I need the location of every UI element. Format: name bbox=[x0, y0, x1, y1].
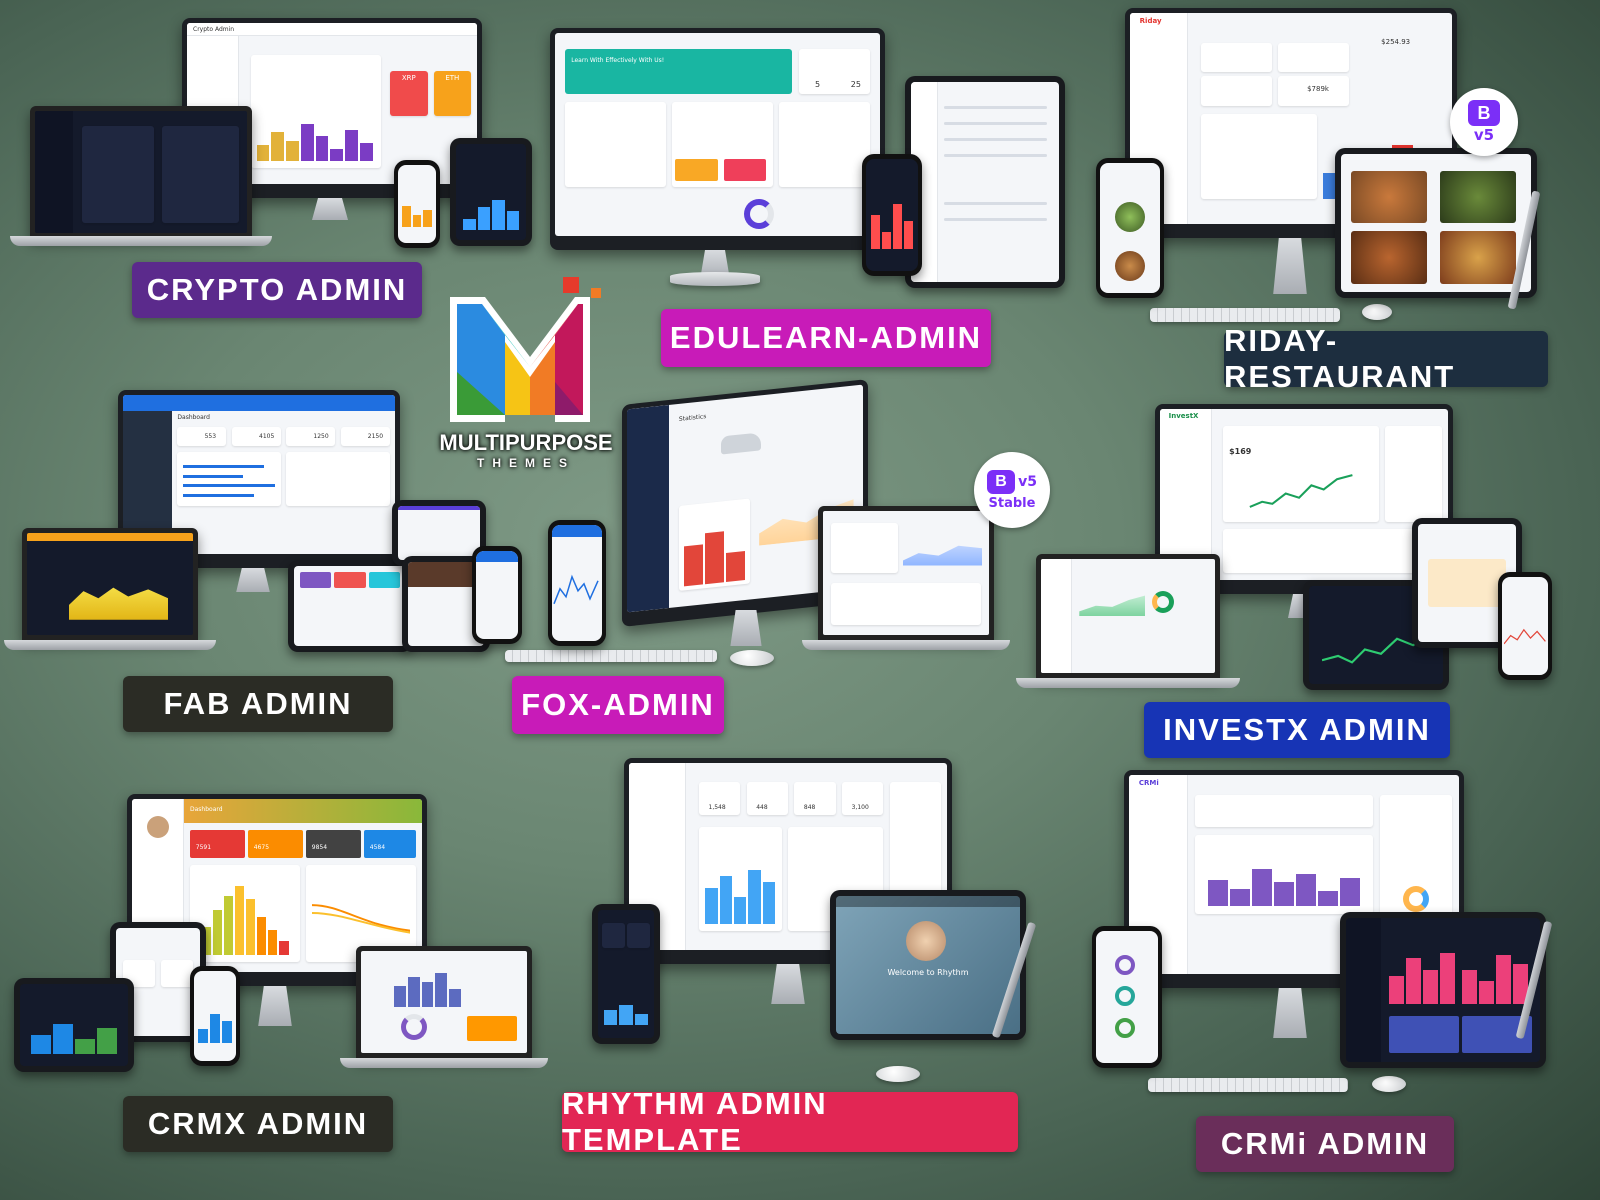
fox-phone bbox=[548, 520, 606, 646]
crmi-phone bbox=[1092, 926, 1162, 1068]
fab-screen-title: Dashboard bbox=[177, 414, 210, 422]
rhythm-hero-title: Welcome to Rhythm bbox=[887, 967, 969, 977]
riday-tablet bbox=[1335, 148, 1537, 298]
riday-phone bbox=[1096, 158, 1164, 298]
rhythm-tablet-dark bbox=[592, 904, 660, 1044]
investx-phone bbox=[1498, 572, 1552, 680]
investx-phone-chart-icon bbox=[1504, 628, 1546, 645]
crmx-count-1: 7591 bbox=[195, 843, 212, 851]
crypto-phone bbox=[394, 160, 440, 248]
edulearn-stat-2: 25 bbox=[850, 79, 861, 89]
edulearn-tablet bbox=[905, 76, 1065, 288]
investx-value: $169 bbox=[1229, 446, 1252, 456]
crypto-screen-title: Crypto Admin bbox=[193, 26, 235, 33]
investx-laptop bbox=[1036, 554, 1220, 678]
investx-admin-label[interactable]: INVESTX ADMIN bbox=[1144, 702, 1450, 758]
investx-monitor: InvestX $169 bbox=[1155, 404, 1453, 594]
fab-tablet-1 bbox=[288, 560, 412, 652]
fab-monitor: Dashboard 553 4105 1250 2150 bbox=[118, 390, 400, 568]
rhythm-count-1: 1,548 bbox=[708, 804, 726, 812]
edulearn-phone bbox=[862, 154, 922, 276]
riday-restaurant-label[interactable]: RIDAY-RESTAURANT bbox=[1224, 323, 1548, 394]
investx-growth-chart-icon bbox=[1249, 473, 1353, 508]
fab-count-2: 4105 bbox=[259, 433, 275, 441]
crmx-phone bbox=[190, 966, 240, 1066]
rhythm-count-3: 848 bbox=[803, 804, 816, 812]
fox-phone-chart-icon bbox=[553, 574, 599, 605]
brand-sub: THEMES bbox=[476, 456, 575, 470]
crmi-brand: CRMi bbox=[1138, 778, 1159, 787]
riday-total-1: $254.93 bbox=[1381, 38, 1411, 47]
edulearn-admin-label[interactable]: EDULEARN-ADMIN bbox=[661, 309, 991, 367]
bootstrap-version: v5 bbox=[1473, 126, 1495, 144]
crmi-tablet-dark bbox=[1340, 912, 1546, 1068]
fox-admin-label[interactable]: FOX-ADMIN bbox=[512, 676, 724, 734]
edulearn-hero-title: Learn With Effectively With Us! bbox=[571, 57, 665, 65]
bootstrap-icon: B bbox=[1468, 100, 1500, 126]
fab-laptop bbox=[22, 528, 198, 640]
crmx-line-chart-icon bbox=[311, 904, 411, 934]
crypto-admin-label[interactable]: CRYPTO ADMIN bbox=[132, 262, 422, 318]
bootstrap-v5-badge-riday: B v5 bbox=[1450, 88, 1518, 156]
fab-admin-label[interactable]: FAB ADMIN bbox=[123, 676, 393, 732]
riday-total-2: $789k bbox=[1307, 84, 1329, 93]
rhythm-tablet-hero: Welcome to Rhythm bbox=[830, 890, 1026, 1040]
crypto-laptop bbox=[30, 106, 252, 238]
investx-brand: InvestX bbox=[1168, 412, 1199, 421]
crmi-admin-label[interactable]: CRMi ADMIN bbox=[1196, 1116, 1454, 1172]
bootstrap-version: v5 bbox=[1018, 473, 1037, 490]
crypto-tablet bbox=[450, 138, 532, 246]
fox-laptop bbox=[818, 506, 994, 640]
rhythm-count-4: 3,100 bbox=[851, 804, 869, 812]
crypto-eth-card: ETH bbox=[433, 71, 472, 117]
crmx-screen-title: Dashboard bbox=[190, 805, 223, 813]
brand-name: MULTIPURPOSE bbox=[439, 430, 613, 455]
crmx-admin-label[interactable]: CRMX ADMIN bbox=[123, 1096, 393, 1152]
fab-phone bbox=[472, 546, 522, 644]
bootstrap-v5-stable-badge-fox: B v5 Stable bbox=[974, 452, 1050, 528]
crmx-count-2: 4675 bbox=[253, 843, 270, 851]
fab-tablet-2 bbox=[392, 500, 486, 566]
crmx-tablet-dark bbox=[14, 978, 134, 1072]
fab-count-1: 553 bbox=[204, 433, 217, 441]
crypto-monitor: Crypto Admin XRP ETH bbox=[182, 18, 482, 198]
rhythm-count-2: 448 bbox=[756, 804, 768, 812]
fab-count-4: 2150 bbox=[367, 433, 384, 441]
fab-count-3: 1250 bbox=[313, 433, 329, 441]
crmx-laptop bbox=[356, 946, 532, 1058]
investx-dark-chart-icon bbox=[1322, 633, 1430, 664]
bootstrap-status: Stable bbox=[988, 495, 1036, 511]
edulearn-monitor: Learn With Effectively With Us! 5 25 bbox=[550, 28, 885, 250]
rhythm-admin-label[interactable]: RHYTHM ADMIN TEMPLATE bbox=[562, 1086, 1018, 1157]
edulearn-stat-1: 5 bbox=[815, 79, 821, 89]
crmx-count-4: 4584 bbox=[369, 843, 386, 851]
riday-brand: Riday bbox=[1139, 17, 1162, 26]
bootstrap-icon: B bbox=[987, 469, 1016, 494]
logo-mark-icon bbox=[450, 277, 601, 422]
fox-screen-title: Statistics bbox=[678, 413, 707, 424]
crmx-count-3: 9854 bbox=[311, 843, 328, 851]
crypto-xrp-card: XRP bbox=[390, 71, 428, 117]
